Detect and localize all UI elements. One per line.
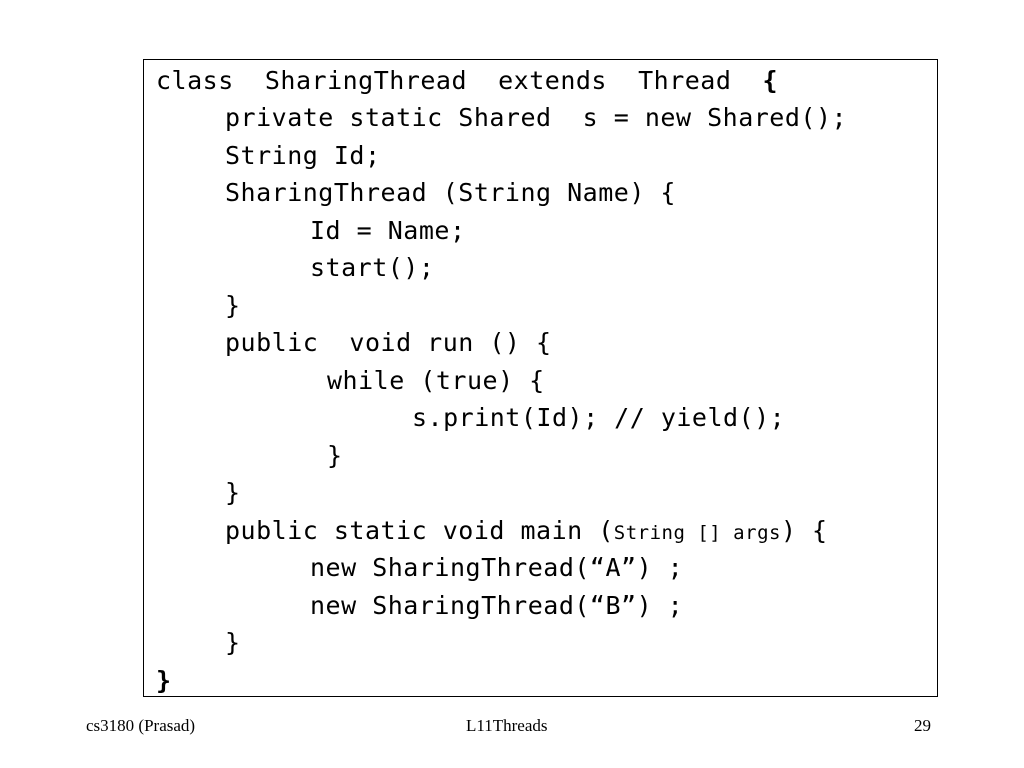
code-text: ) { bbox=[780, 516, 828, 545]
code-line-while: while (true) { bbox=[327, 366, 545, 395]
code-line-close-class: } bbox=[156, 666, 172, 695]
code-text: public static void main ( bbox=[225, 516, 614, 545]
code-line-main: public static void main (String [] args)… bbox=[225, 516, 828, 548]
code-line-new-thread-b: new SharingThread(“B”) ; bbox=[310, 591, 684, 620]
code-line-assign-id: Id = Name; bbox=[310, 216, 466, 245]
code-line-close-main: } bbox=[225, 628, 241, 657]
footer-page-number: 29 bbox=[914, 716, 931, 735]
code-line-field-id: String Id; bbox=[225, 141, 381, 170]
code-box: class SharingThread extends Thread { pri… bbox=[143, 59, 938, 697]
code-line-start: start(); bbox=[310, 253, 435, 282]
code-line-print: s.print(Id); // yield(); bbox=[412, 403, 786, 432]
code-line-close-while: } bbox=[327, 441, 343, 470]
code-line-close-run: } bbox=[225, 478, 241, 507]
code-line-field-shared: private static Shared s = new Shared(); bbox=[225, 103, 848, 132]
code-open-brace: { bbox=[762, 66, 779, 95]
code-line-close-constructor: } bbox=[225, 291, 241, 320]
code-line-run: public void run () { bbox=[225, 328, 552, 357]
footer-title: L11Threads bbox=[466, 716, 548, 735]
code-args: String [] args bbox=[613, 522, 781, 544]
code-line-class-declaration: class SharingThread extends Thread { bbox=[156, 66, 778, 96]
code-line-new-thread-a: new SharingThread(“A”) ; bbox=[310, 553, 684, 582]
code-text: class SharingThread extends Thread bbox=[156, 66, 763, 95]
code-line-constructor: SharingThread (String Name) { bbox=[225, 178, 676, 207]
footer-course: cs3180 (Prasad) bbox=[86, 716, 196, 735]
